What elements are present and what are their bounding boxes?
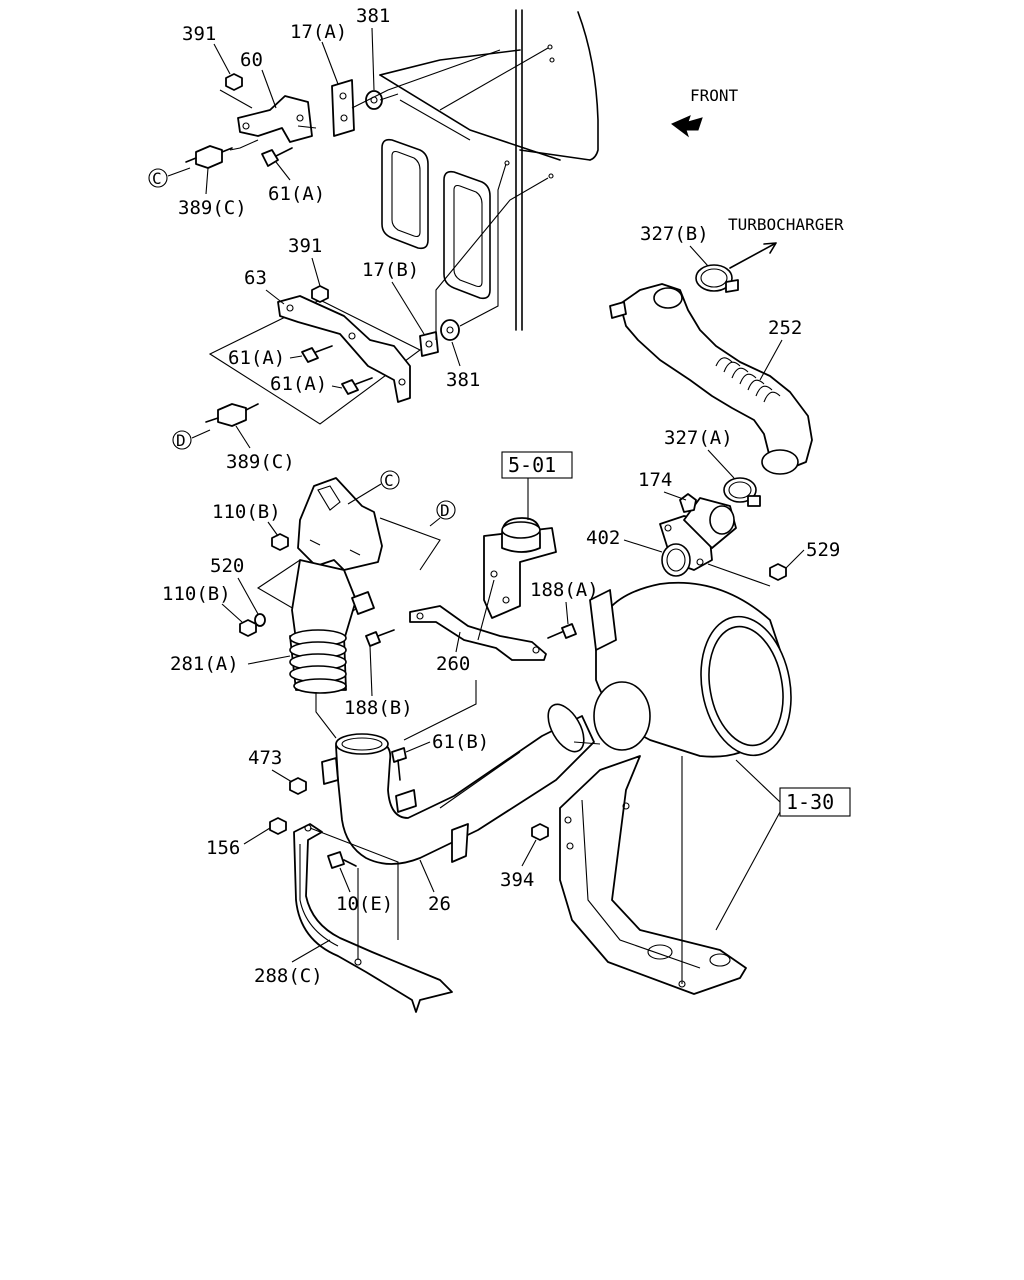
label-61a-upper: 61(A) [268,183,325,205]
intake-duct-281a-group [239,477,441,694]
label-174: 174 [638,469,672,491]
clamp-327b [695,264,739,293]
label-394: 394 [500,869,534,891]
bracket-288c [293,823,453,1013]
cab-body-outline [379,9,599,331]
label-391-upper: 391 [182,23,216,45]
label-389c-upper: 389(C) [178,197,247,219]
label-288c: 288(C) [254,965,323,987]
rubber-mount-389c-middle [205,403,259,427]
label-381-upper: 381 [356,5,390,27]
label-17b: 17(B) [362,259,419,281]
subtank-stay-group [365,517,577,661]
label-327a: 327(A) [664,427,733,449]
nut-156 [269,817,287,835]
air-cleaner-group [531,581,792,995]
washer-520 [254,613,266,627]
bolt-188b [365,629,395,647]
bolt-10e [327,851,357,869]
marker-d-lower: D [436,500,456,520]
marker-c-upper: C [148,168,168,188]
ref-box-1-30: 1-30 [715,759,851,931]
label-260: 260 [436,653,470,675]
label-327b: 327(B) [640,223,709,245]
label-520: 520 [210,555,244,577]
intake-snorkel-head [297,477,383,571]
turbocharger-label: TURBOCHARGER [728,215,844,234]
label-61a-middle-1: 61(A) [228,347,285,369]
part-labels: 391 60 17(A) 381 389(C) 61(A) 391 63 17(… [162,5,840,987]
bushing-381-middle [440,319,460,341]
label-26: 26 [428,893,451,915]
bracket-60 [237,95,313,143]
label-188a: 188(A) [530,579,599,601]
label-61a-middle-2: 61(A) [270,373,327,395]
label-391-middle: 391 [288,235,322,257]
svg-text:5-01: 5-01 [508,453,556,477]
bolt-61a-middle-2 [341,377,373,395]
bolt-61a-upper [261,147,293,167]
svg-text:D: D [440,501,450,520]
label-281a: 281(A) [170,653,239,675]
ref-box-5-01: 5-01 [501,451,573,520]
label-63: 63 [244,267,267,289]
svg-text:C: C [152,169,162,188]
label-60: 60 [240,49,263,71]
subtank-bracket [483,527,557,619]
nut-110b-upper [271,533,289,551]
label-110b-lower: 110(B) [162,583,231,605]
intake-neck [291,559,357,641]
nut-391-middle [311,285,329,303]
front-label: FRONT [690,86,739,105]
marker-c-lower: C [380,470,400,490]
nut-394 [531,823,549,841]
stay-260 [409,605,547,661]
label-402: 402 [586,527,620,549]
label-17a: 17(A) [290,21,347,43]
gasket-402 [661,543,691,577]
label-389c-middle: 389(C) [226,451,295,473]
bracket-288c-group [269,817,453,1013]
air-cleaner-inlet [593,681,651,751]
svg-text:C: C [384,471,394,490]
label-10e: 10(E) [336,893,393,915]
nut-473 [289,777,307,795]
hose-252 [619,283,813,471]
label-156: 156 [206,837,240,859]
turbocharger-direction-indicator: TURBOCHARGER [728,215,844,269]
label-252: 252 [768,317,802,339]
nut-391-upper [225,73,243,91]
bolt-61b [391,747,407,781]
label-110b-upper: 110(B) [212,501,281,523]
air-cleaner-stand [559,755,747,995]
plate-17b [419,331,439,357]
svg-text:D: D [176,431,186,450]
front-arrow-icon [671,115,703,138]
intake-pipe-26-group [289,703,595,865]
label-61b: 61(B) [432,731,489,753]
rubber-mount-389c-upper [185,145,233,169]
label-381-middle: 381 [446,369,480,391]
turbo-hose-group [609,264,813,587]
hose-252-corrugation [715,357,781,403]
svg-text:1-30: 1-30 [786,790,834,814]
middle-bracket-group [205,163,549,427]
bolt-61a-middle-1 [301,345,333,363]
bolt-188a [547,623,577,639]
front-direction-indicator: FRONT [671,86,739,138]
label-529: 529 [806,539,840,561]
nut-110b-lower [239,619,257,637]
label-473: 473 [248,747,282,769]
plate-17a [331,79,355,137]
marker-d-middle: D [172,430,192,450]
connector-lines [315,680,601,745]
turbocharger-arrow-icon [729,242,777,269]
label-188b: 188(B) [344,697,413,719]
upper-bracket-group [185,47,549,169]
clamp-327a [723,477,761,507]
nut-529 [769,563,787,581]
bracket-63 [277,295,411,403]
intake-bellows [289,629,347,694]
